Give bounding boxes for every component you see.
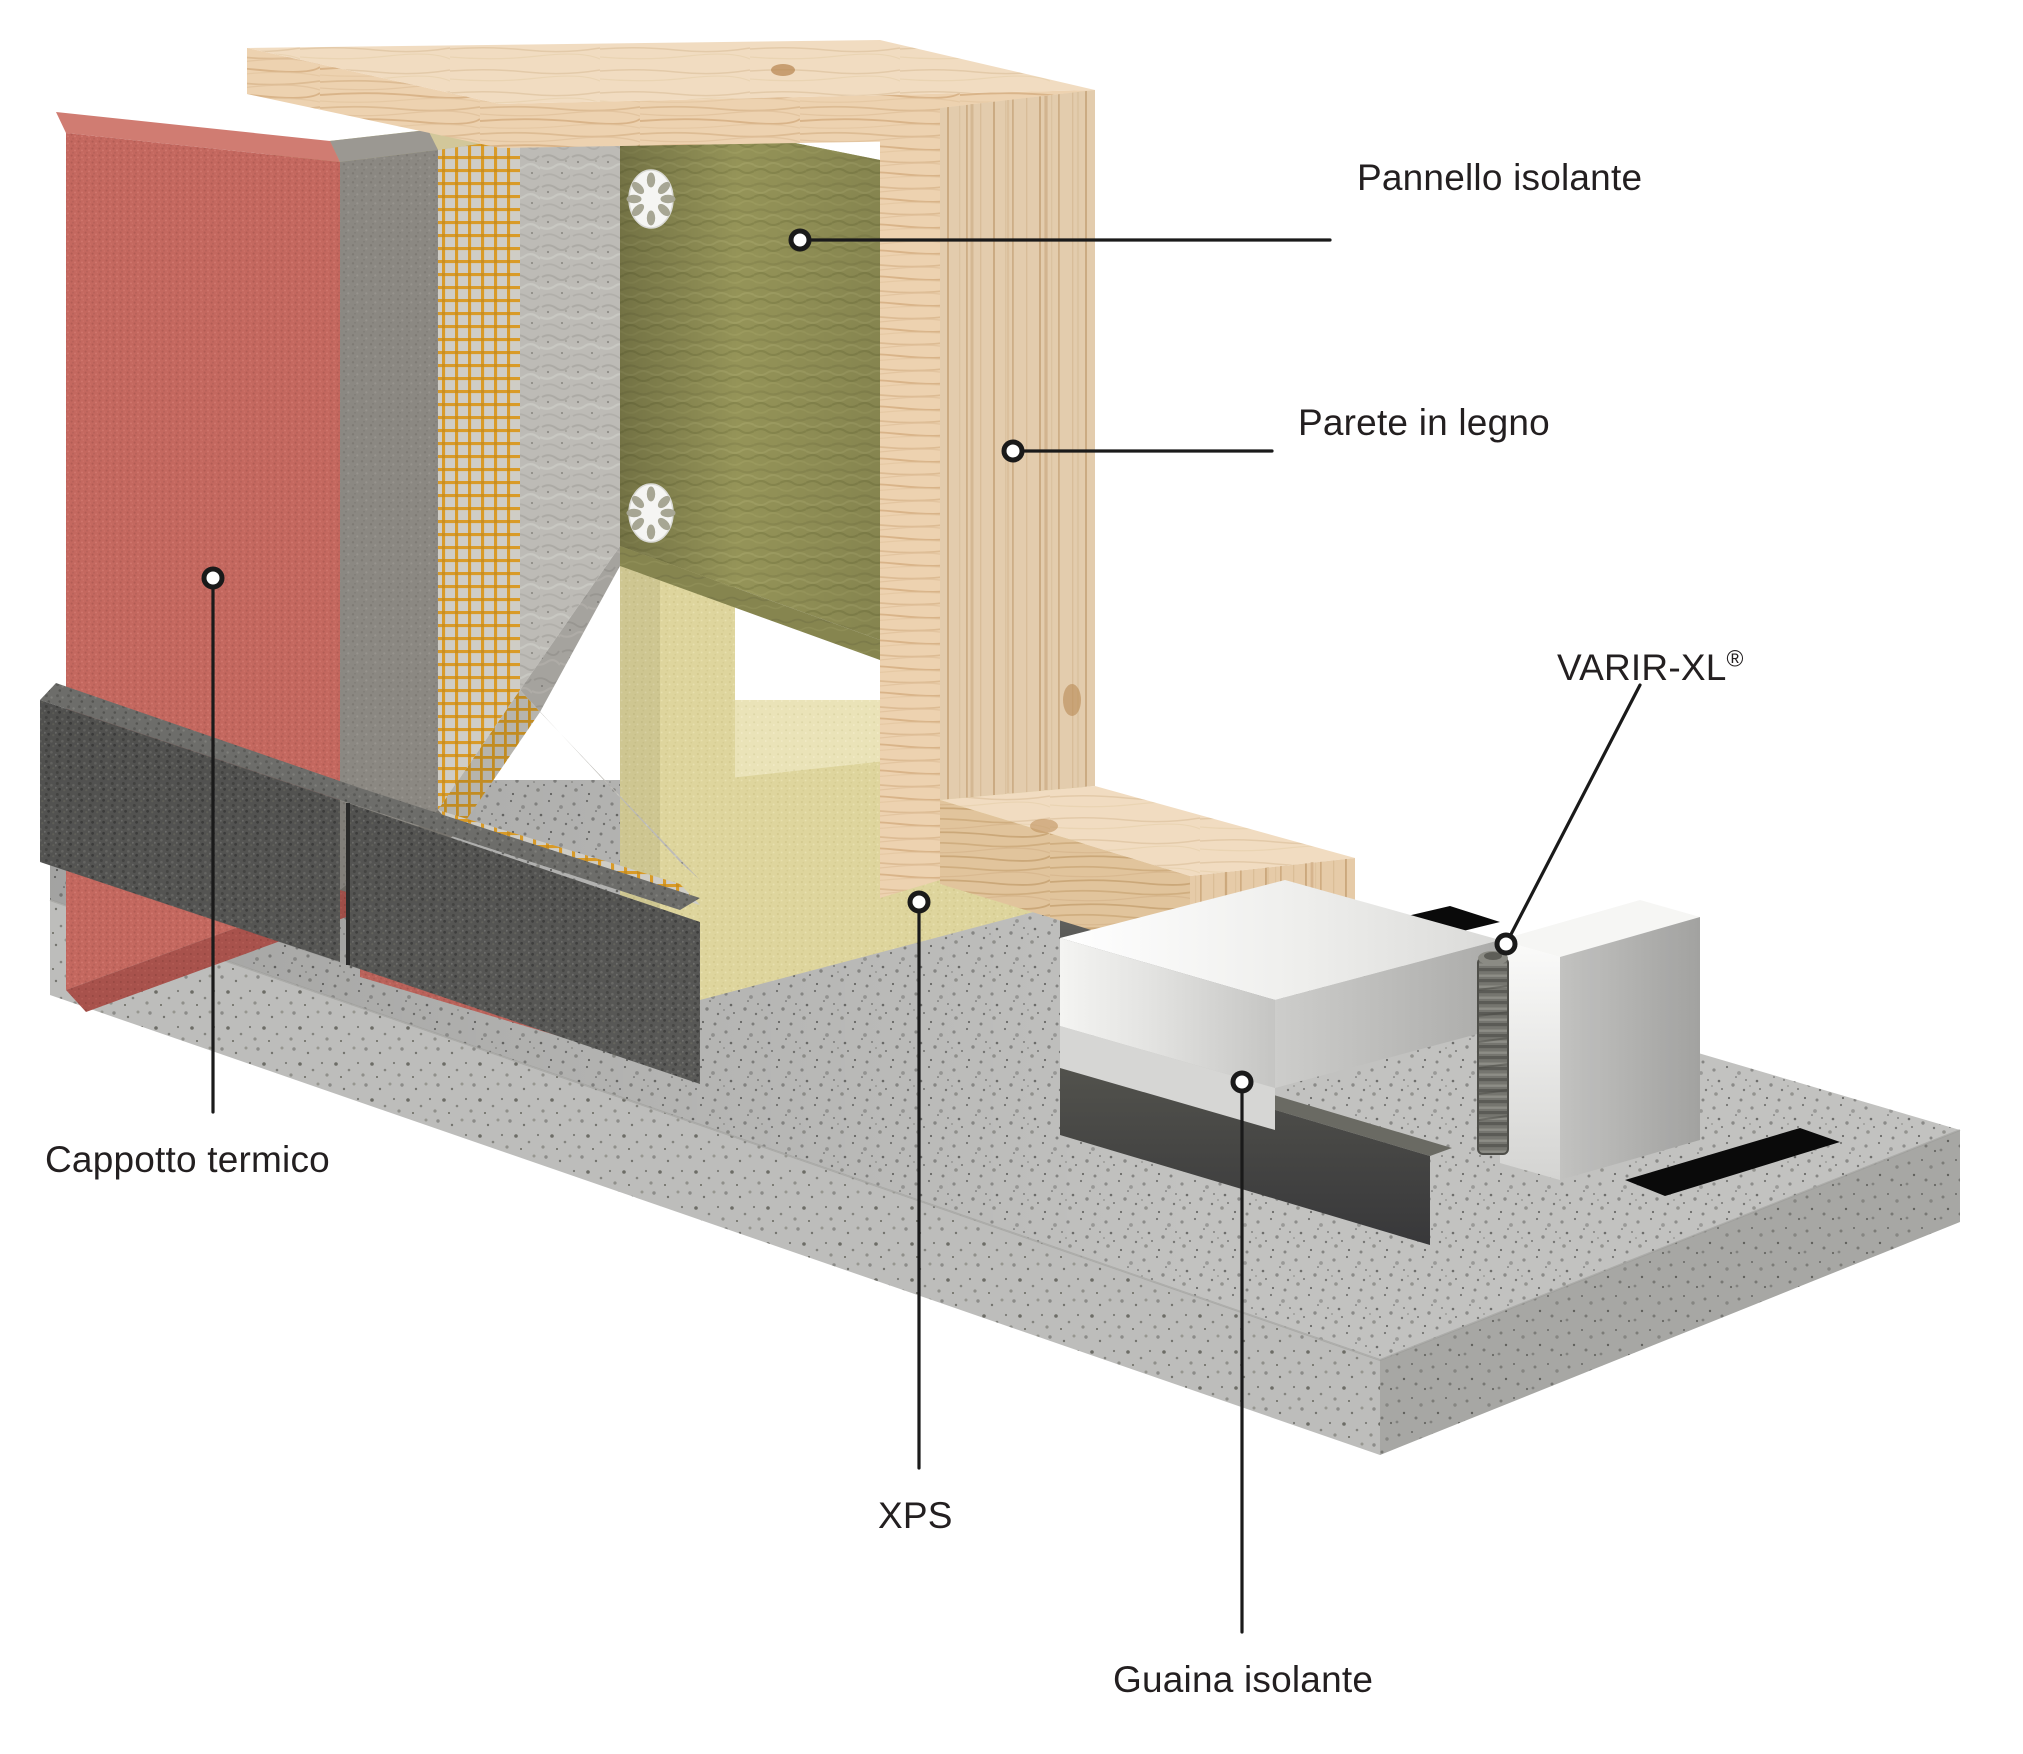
varir-plate-face — [1060, 938, 1275, 1088]
leader-line-varir-xl — [1504, 683, 1642, 946]
perim-board-top — [40, 683, 360, 800]
slab-front-right-edge — [1380, 1130, 1960, 1455]
label-pannello-isolante: Pannello isolante — [1357, 157, 1643, 199]
perim-board-top-2 — [340, 788, 700, 910]
label-varir-xl: VARIR-XL® — [1557, 645, 1744, 689]
label-parete-in-legno: Parete in legno — [1298, 402, 1550, 444]
varir-upstand-top — [1500, 900, 1700, 957]
varir-plate-top — [1060, 880, 1500, 1000]
adhesive-top — [330, 130, 438, 162]
registered-trademark-icon: ® — [1726, 645, 1744, 672]
label-text: XPS — [878, 1495, 953, 1536]
timber-top-plate-face — [247, 48, 500, 148]
timber-knot-2 — [1063, 684, 1081, 716]
membrane-strip-lower — [1060, 1046, 1430, 1245]
varir-xl-thermal-break-profile — [1060, 880, 1700, 1180]
leader-endpoint-dots — [201, 228, 1518, 1094]
fixing-disc-upper — [626, 169, 676, 229]
perimeter-insulation-board — [40, 683, 700, 1084]
label-text: VARIR-XL — [1557, 647, 1727, 688]
label-cappotto-termico: Cappotto termico — [45, 1139, 330, 1181]
timber-sill-face — [940, 800, 1190, 960]
basecoat-face — [520, 124, 620, 690]
varir-upstand-side — [1560, 917, 1700, 1180]
leader-endpoint-pannello-isolante — [788, 228, 812, 252]
timber-sill-top — [940, 786, 1355, 876]
render-top — [56, 112, 340, 162]
anchor-screw — [1477, 951, 1509, 1155]
adhesive-face — [340, 150, 438, 890]
insulation-fixing-discs — [626, 169, 676, 543]
leader-endpoint-cappotto-termico — [201, 566, 225, 590]
label-text: Pannello isolante — [1357, 157, 1643, 198]
label-xps: XPS — [878, 1495, 953, 1537]
timber-top-plate-top — [247, 40, 1095, 104]
label-text: Cappotto termico — [45, 1139, 330, 1180]
label-guaina-isolante: Guaina isolante — [1113, 1659, 1374, 1701]
fixing-disc-lower — [626, 483, 676, 543]
leader-endpoint-parete-in-legno — [1001, 439, 1025, 463]
timber-knot-1 — [771, 64, 795, 76]
varir-upstand-face — [1500, 940, 1560, 1180]
timber-knot-3 — [1030, 819, 1058, 833]
wool-cut-bevel — [620, 546, 880, 660]
leader-endpoint-xps — [907, 890, 931, 914]
mesh-face — [438, 138, 520, 810]
leader-endpoint-varir-xl — [1494, 932, 1518, 956]
varir-skirt-face — [1060, 1026, 1275, 1130]
slab-front-left-edge — [50, 900, 1380, 1455]
timber-wall-face — [880, 108, 940, 898]
xps-upper-face — [620, 546, 735, 790]
leader-lines — [211, 238, 1642, 1634]
leader-endpoint-guaina-isolante — [1230, 1070, 1254, 1094]
basecoat-return — [520, 546, 620, 712]
mesh-return — [438, 690, 540, 832]
varir-plate-end — [1275, 940, 1500, 1088]
label-text: Parete in legno — [1298, 402, 1550, 443]
label-text: Guaina isolante — [1113, 1659, 1374, 1700]
anchor-slot-right — [1625, 1128, 1840, 1196]
